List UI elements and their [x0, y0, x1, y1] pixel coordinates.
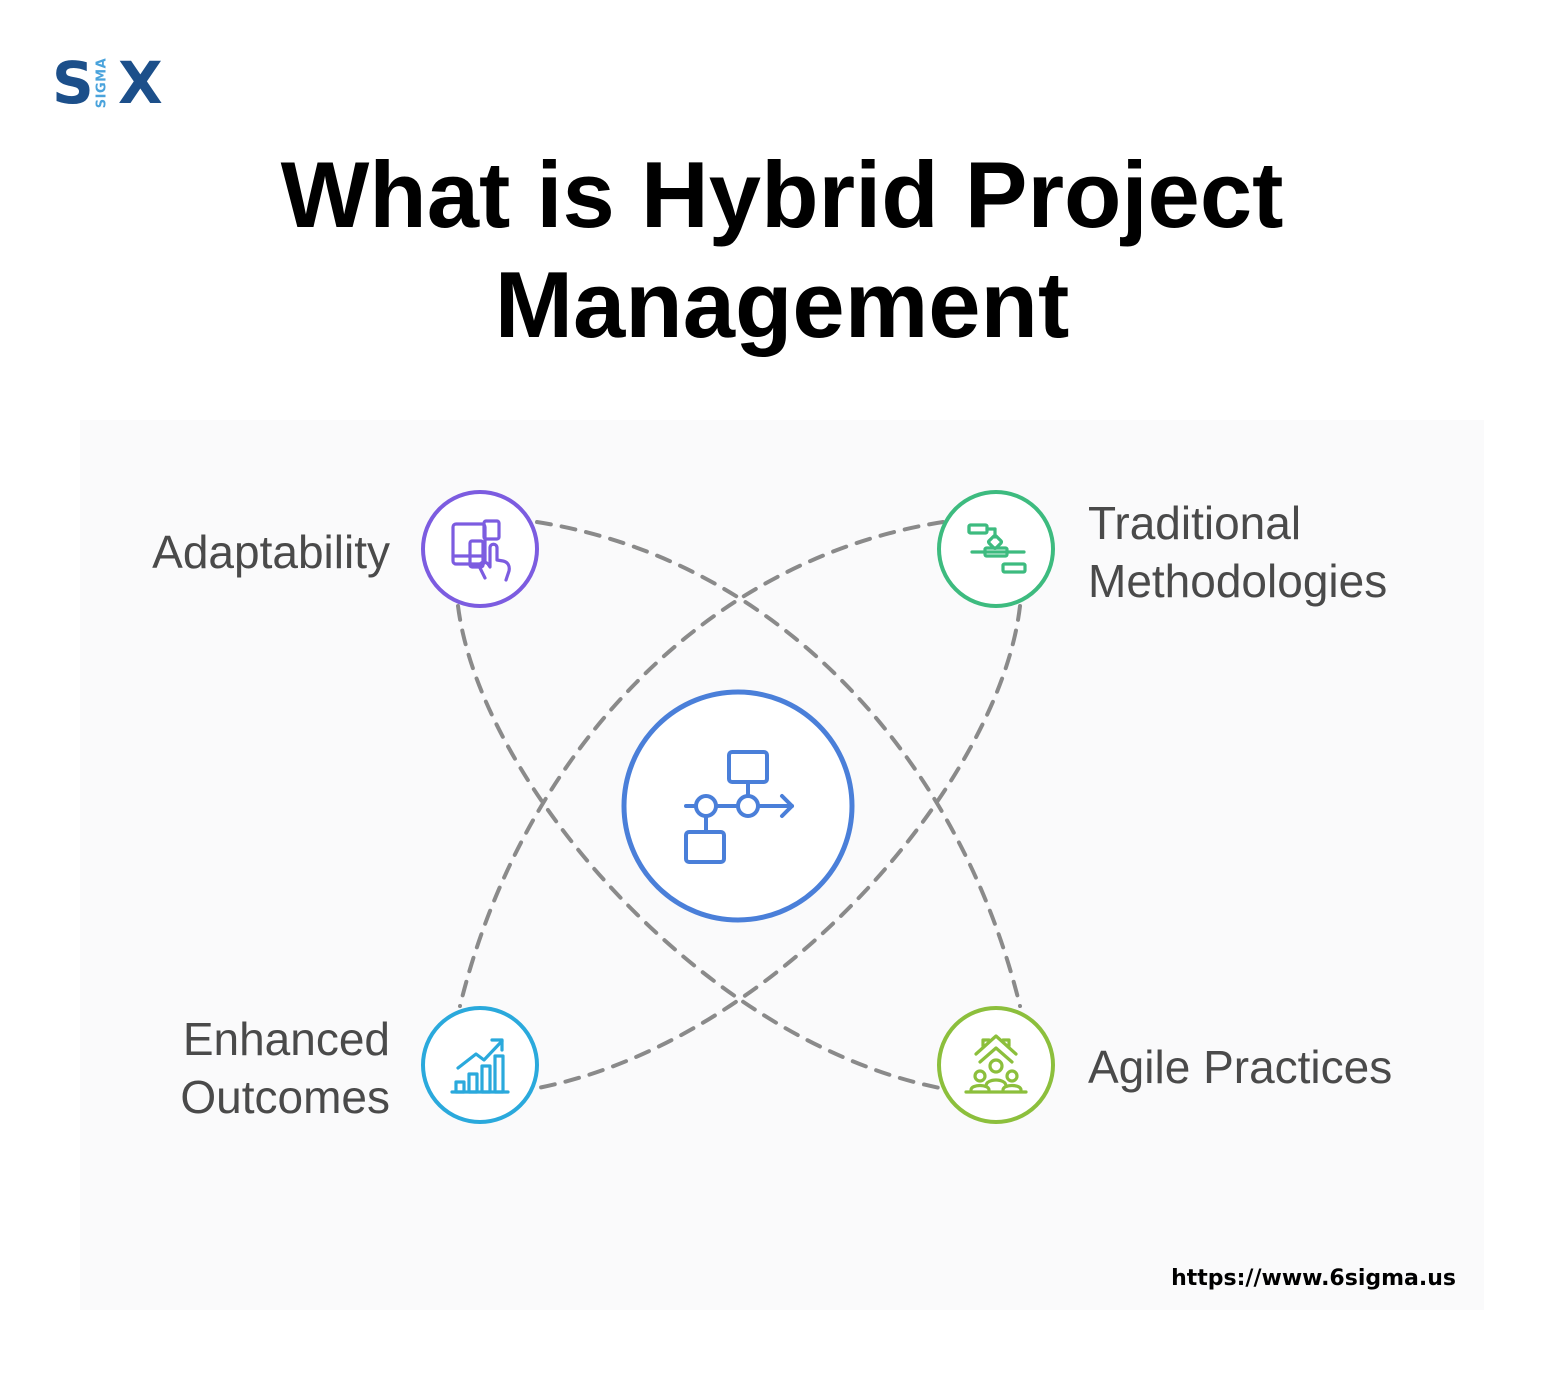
page-title-line-2: Management — [494, 252, 1070, 357]
label-adaptability-line-1: Adaptability — [152, 526, 390, 578]
connector-lines — [456, 520, 1022, 1090]
label-enhanced-line-1: Enhanced — [182, 1013, 390, 1065]
devices-hand-icon — [451, 519, 511, 582]
connector-traditional-to-outcomes — [458, 520, 945, 1008]
node-agile-practices — [937, 1006, 1055, 1124]
growth-chart-icon — [450, 1038, 510, 1094]
footer-url[interactable]: https://www.6sigma.us — [1171, 1266, 1456, 1291]
node-traditional-methodologies — [937, 490, 1055, 608]
agile-practices-circle — [937, 1006, 1055, 1124]
label-traditional-line-2: Methodologies — [1088, 555, 1388, 607]
connector-adaptability-to-agile — [535, 520, 1022, 1008]
node-enhanced-outcomes — [421, 1006, 539, 1124]
label-agile-line-1: Agile Practices — [1088, 1041, 1393, 1093]
center-hub — [621, 689, 855, 923]
gantt-chart-icon — [967, 523, 1027, 574]
label-agile-practices: Agile Practices — [1088, 1038, 1392, 1096]
page-title-line-1: What is Hybrid Project — [280, 142, 1284, 247]
label-traditional-methodologies: Traditional Methodologies — [1088, 494, 1387, 610]
team-growth-icon — [964, 1034, 1028, 1094]
adaptability-circle — [421, 490, 539, 608]
label-enhanced-line-2: Outcomes — [180, 1071, 390, 1123]
workflow-diagram-icon — [684, 750, 794, 864]
label-adaptability: Adaptability — [152, 523, 390, 581]
enhanced-outcomes-circle — [421, 1006, 539, 1124]
connector-adaptability-to-outcomes — [456, 604, 942, 1090]
node-adaptability — [421, 490, 539, 608]
logo-letter-x: X — [118, 49, 163, 117]
sixsigma-logo: S SIGMA X — [52, 52, 167, 114]
logo-letter-s: S — [52, 49, 94, 117]
label-enhanced-outcomes: Enhanced Outcomes — [180, 1010, 390, 1126]
label-traditional-line-1: Traditional — [1088, 497, 1302, 549]
page-title: What is Hybrid Project Management — [0, 140, 1564, 360]
connector-traditional-to-agile — [536, 604, 1022, 1090]
